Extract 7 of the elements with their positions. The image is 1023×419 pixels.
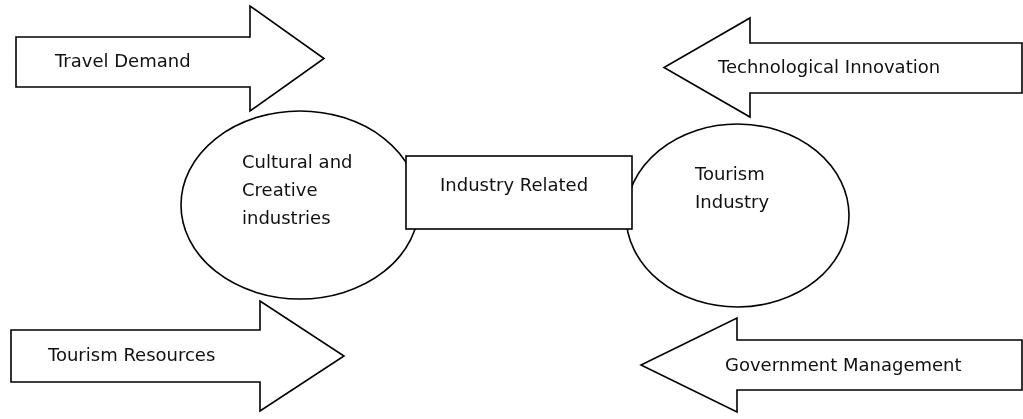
node-text: Technological Innovation [718, 55, 941, 79]
node-text: Cultural and Creative industries [242, 150, 354, 230]
node-text: Travel Demand [55, 49, 191, 73]
node-text: Tourism Industry [695, 162, 771, 214]
node-text: Industry Related [440, 173, 589, 197]
node-text: Tourism Resources [48, 343, 216, 367]
node-text: Government Management [725, 353, 962, 377]
